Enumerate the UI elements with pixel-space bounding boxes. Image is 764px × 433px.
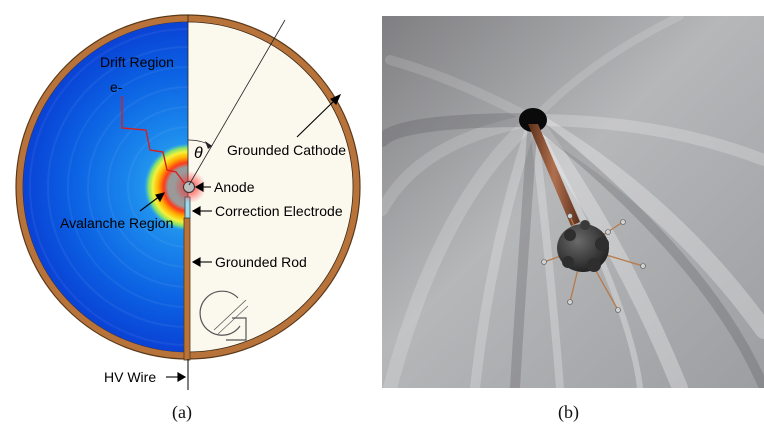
radius-line xyxy=(188,19,286,186)
top-port-hole xyxy=(519,108,547,132)
support-rod xyxy=(528,124,580,226)
lab-logo xyxy=(199,290,249,341)
metal-streaks xyxy=(382,16,764,388)
caption-a: (a) xyxy=(172,402,192,423)
label-electron: e- xyxy=(110,79,123,95)
label-hv-wire: HV Wire xyxy=(104,369,156,385)
grounded-rod xyxy=(183,217,191,361)
anode xyxy=(183,181,195,193)
caption-b: (b) xyxy=(558,402,579,423)
detector-diagram: Drift Region e- θ Grounded Cathode Anode… xyxy=(15,14,361,423)
label-correction-electrode: Correction Electrode xyxy=(215,203,343,219)
label-drift-region: Drift Region xyxy=(100,54,174,70)
panel-b-photo: (b) xyxy=(380,0,764,428)
sphere-interior xyxy=(382,16,764,388)
label-anode: Anode xyxy=(214,179,255,195)
detector-photo: (b) xyxy=(382,16,764,423)
label-grounded-cathode: Grounded Cathode xyxy=(227,142,346,158)
label-theta: θ xyxy=(194,145,203,162)
label-grounded-rod: Grounded Rod xyxy=(215,254,307,270)
multi-anode-sensor xyxy=(541,213,646,313)
electron-path xyxy=(121,96,186,185)
label-avalanche-region: Avalanche Region xyxy=(60,215,173,231)
panel-a-detector-schematic: Drift Region e- θ Grounded Cathode Anode… xyxy=(0,0,372,428)
